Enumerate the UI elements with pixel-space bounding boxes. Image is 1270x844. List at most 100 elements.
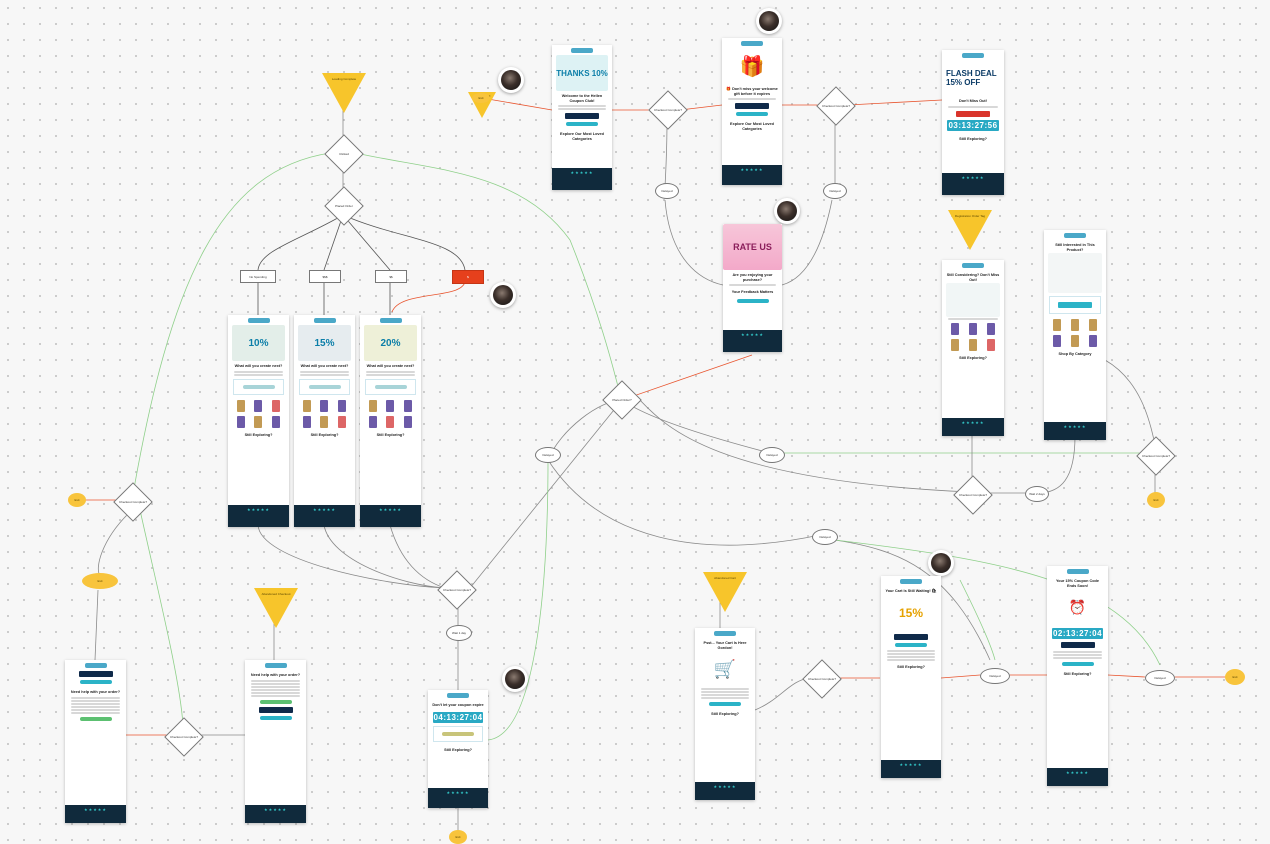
email-headline: Need help with your order? <box>250 673 301 677</box>
exit-node[interactable]: Exit <box>82 573 118 589</box>
wait-node[interactable]: Delayed <box>980 668 1010 684</box>
split-mid[interactable]: $$ <box>375 270 407 283</box>
wait-node[interactable]: Wait 2 days <box>1025 486 1049 502</box>
email-section: Still Exploring? <box>959 356 987 361</box>
avatar[interactable] <box>490 282 516 308</box>
email-headline: Need help with your order? <box>70 690 121 694</box>
email-section: Still Exploring? <box>959 136 987 141</box>
avatar[interactable] <box>774 198 800 224</box>
email-footer: ★★★★★ <box>1047 768 1108 786</box>
split-no-spending[interactable]: No Spending <box>240 270 276 283</box>
cta-button[interactable] <box>79 716 112 721</box>
wait-node[interactable]: Delayed <box>759 447 785 463</box>
email-footer: ★★★★★ <box>294 505 355 527</box>
coupon-code <box>735 103 769 110</box>
email-footer: ★★★★★ <box>228 505 289 527</box>
avatar[interactable] <box>502 666 528 692</box>
split-low[interactable]: $ <box>452 270 484 284</box>
email-headline: 🎁 Don't miss your welcome gift before it… <box>726 87 778 96</box>
email-footer: ★★★★★ <box>245 805 306 823</box>
email-headline: What will you create next? <box>234 364 283 368</box>
email-section: Still Exploring? <box>897 664 925 669</box>
email-card[interactable]: Don't let your coupon expire 04:13:27:04… <box>428 690 488 808</box>
cta-button[interactable] <box>259 715 292 720</box>
coupon-code <box>78 671 113 677</box>
exit-node[interactable]: Exit <box>1147 492 1165 508</box>
email-headline: Still Considering? Don't Miss Out! <box>946 273 1000 282</box>
email-footer: ★★★★★ <box>723 330 782 352</box>
email-footer: ★★★★★ <box>65 805 126 823</box>
wait-node[interactable]: Delayed <box>812 529 838 545</box>
cta-button[interactable] <box>736 299 769 304</box>
email-headline: Your 15% Coupon Code Ends Soon! <box>1056 579 1099 588</box>
wait-node[interactable]: Delayed <box>655 183 679 199</box>
cta-button[interactable] <box>709 702 741 707</box>
email-section: Still Exploring? <box>310 432 339 437</box>
email-headline: Psst... Your Cart Is Here Gordon! <box>703 641 747 650</box>
trigger-loading-complete[interactable]: Loading Complete <box>322 73 366 113</box>
email-footer: ★★★★★ <box>360 505 421 527</box>
email-section: Still Exploring? <box>1063 672 1092 677</box>
wait-node[interactable]: Delayed <box>1145 670 1175 686</box>
email-headline: Your Cart Is Still Waiting! 🛍 <box>885 589 937 593</box>
email-footer: ★★★★★ <box>1044 422 1106 440</box>
email-footer: ★★★★★ <box>695 782 755 800</box>
email-hero: ⏰ <box>1051 589 1104 626</box>
email-footer: ★★★★★ <box>942 173 1004 195</box>
countdown-timer: 02:13:27:04 <box>1052 628 1103 640</box>
email-card[interactable]: 10% What will you create next? Still Exp… <box>228 315 289 527</box>
email-card[interactable]: Psst... Your Cart Is Here Gordon! 🛒 Stil… <box>695 628 755 800</box>
email-section: Shop By Category <box>1058 352 1092 357</box>
email-card[interactable]: 15% What will you create next? Still Exp… <box>294 315 355 527</box>
email-card[interactable]: RATE US Are you enjoying your purchase? … <box>723 224 782 352</box>
email-card[interactable]: Still Interested in This Product? Shop B… <box>1044 230 1106 440</box>
cta-button[interactable] <box>895 642 927 647</box>
email-card[interactable]: FLASH DEAL 15% OFF Don't Miss Out! 03:13… <box>942 50 1004 195</box>
email-headline: What will you create next? <box>366 364 415 368</box>
trigger-registration-order-tag[interactable]: Registration Order Tag <box>948 210 992 250</box>
coupon-code <box>258 706 293 713</box>
cta-button[interactable] <box>736 112 768 117</box>
wait-node[interactable]: Delayed <box>535 447 561 463</box>
email-footer: ★★★★★ <box>881 760 941 778</box>
email-card[interactable]: Need help with your order? ★★★★★ <box>65 660 126 823</box>
avatar[interactable] <box>498 67 524 93</box>
email-card[interactable]: Still Considering? Don't Miss Out! Still… <box>942 260 1004 436</box>
email-headline: Still Interested in This Product? <box>1055 243 1095 252</box>
cta-button[interactable] <box>259 699 292 704</box>
cta-button[interactable] <box>79 680 112 684</box>
email-headline: Are you enjoying your purchase? <box>732 273 773 282</box>
email-card[interactable]: 🎁 🎁 Don't miss your welcome gift before … <box>722 38 782 185</box>
email-footer: ★★★★★ <box>722 165 782 185</box>
exit-node[interactable]: Exit <box>1225 669 1245 685</box>
exit-node[interactable]: Exit <box>472 93 490 103</box>
email-headline: What will you create next? <box>300 364 349 368</box>
exit-node[interactable]: Exit <box>68 493 86 507</box>
wait-node[interactable]: Delayed <box>823 183 847 199</box>
trigger-abandoned-checkout[interactable]: Abandoned Checkout <box>254 588 298 628</box>
email-card[interactable]: THANKS 10% Welcome to the Hellen Coupon … <box>552 45 612 190</box>
email-hero: FLASH DEAL 15% OFF <box>946 60 1000 96</box>
avatar[interactable] <box>928 550 954 576</box>
email-footer: ★★★★★ <box>942 418 1004 436</box>
exit-node[interactable]: Exit <box>449 830 467 844</box>
email-hero: THANKS 10% <box>556 55 608 91</box>
avatar[interactable] <box>756 8 782 34</box>
brand-logo <box>571 48 593 53</box>
email-section: Still Exploring? <box>376 432 405 437</box>
wait-node[interactable]: Wait 1 day <box>446 625 472 641</box>
split-high[interactable]: $$$ <box>309 270 341 283</box>
email-headline: Don't let your coupon expire <box>432 703 484 707</box>
email-section: Still Exploring? <box>244 432 273 437</box>
email-section: Explore Our Most Loved Categories <box>560 132 604 142</box>
trigger-abandoned-cart[interactable]: Abandoned Cart <box>703 572 747 612</box>
cta-button[interactable] <box>1061 662 1094 667</box>
email-section: Explore Our Most Loved Categories <box>730 122 774 132</box>
email-card[interactable]: Need help with your order? ★★★★★ <box>245 660 306 823</box>
cta-button[interactable] <box>566 122 598 127</box>
email-headline: Welcome to the Hellen Coupon Club! <box>561 94 603 103</box>
email-footer: ★★★★★ <box>552 168 612 190</box>
email-card[interactable]: Your 15% Coupon Code Ends Soon! ⏰ 02:13:… <box>1047 566 1108 786</box>
email-card[interactable]: 20% What will you create next? Still Exp… <box>360 315 421 527</box>
email-card[interactable]: Your Cart Is Still Waiting! 🛍 15% Still … <box>881 576 941 778</box>
